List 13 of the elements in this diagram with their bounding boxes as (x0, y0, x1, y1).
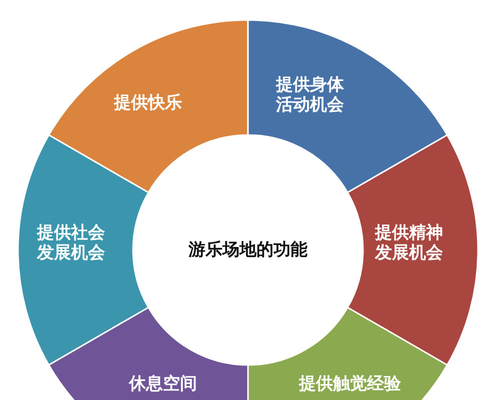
ring-segment (48, 20, 248, 193)
segment-label: 休息空间 (129, 374, 197, 394)
segment-label: 提供触觉经验 (299, 374, 401, 394)
ring-segment (247, 20, 448, 193)
center-label: 游乐场地的功能 (188, 240, 308, 260)
ring-segment (347, 135, 478, 365)
ring-segment (248, 307, 448, 400)
segment-label: 提供快乐 (112, 93, 183, 113)
segment-label: 提供身体活动机会 (274, 75, 345, 115)
ring-segment (18, 134, 149, 365)
ring-segment (48, 307, 248, 400)
segment-label: 提供社会发展机会 (36, 223, 106, 263)
segment-label: 提供精神发展机会 (374, 223, 444, 263)
